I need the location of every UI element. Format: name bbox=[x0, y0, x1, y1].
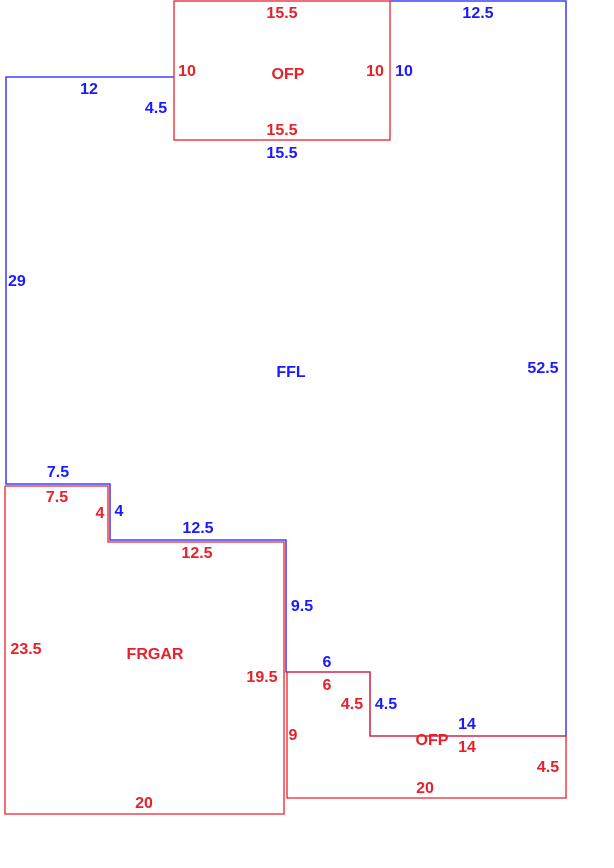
ofp-bottom-outline bbox=[286, 671, 567, 799]
ofp-bottom-top-right-dim: 14 bbox=[458, 739, 476, 756]
ofp-top-area-label: OFP bbox=[272, 66, 305, 83]
ffl-garage-side-dim: 9.5 bbox=[291, 598, 313, 615]
ffl-ofp-notch-bottom-dim: 15.5 bbox=[266, 145, 297, 162]
ffl-bottom-right-dim: 14 bbox=[458, 716, 476, 733]
ffl-area-label: FFL bbox=[276, 364, 306, 381]
frgar-bottom-dim: 20 bbox=[135, 795, 153, 812]
frgar-right-dim: 19.5 bbox=[246, 669, 277, 686]
ofp-top-outline bbox=[173, 0, 391, 141]
ffl-garage-top-dim: 12.5 bbox=[182, 520, 213, 537]
ffl-outline bbox=[5, 0, 567, 737]
frgar-top-dim: 12.5 bbox=[181, 545, 212, 562]
ofp-top-right-dim: 10 bbox=[366, 63, 384, 80]
ofp-top-bottom-dim: 15.5 bbox=[266, 122, 297, 139]
ffl-right-dim: 52.5 bbox=[527, 360, 558, 377]
ofp-bottom-right-dim: 4.5 bbox=[537, 759, 559, 776]
ofp-bottom-top-dim: 6 bbox=[323, 677, 332, 694]
ffl-garage-left-top-dim: 7.5 bbox=[47, 464, 69, 481]
ffl-ofp-notch-right-dim: 10 bbox=[395, 63, 413, 80]
ffl-top-left-dim: 12 bbox=[80, 81, 98, 98]
ffl-garage-notch-dim: 4 bbox=[115, 503, 124, 520]
ofp-bottom-area-label: OFP bbox=[416, 732, 449, 749]
ofp-bottom-bottom-dim: 20 bbox=[416, 780, 434, 797]
ofp-bottom-left-dim: 9 bbox=[289, 727, 298, 744]
ffl-left-dim: 29 bbox=[8, 273, 26, 290]
frgar-notch-dim: 4 bbox=[96, 505, 105, 522]
ffl-top-right-dim: 12.5 bbox=[462, 5, 493, 22]
frgar-left-dim: 23.5 bbox=[10, 641, 41, 658]
ffl-ofp-notch-left-dim: 4.5 bbox=[145, 100, 167, 117]
frgar-area-label: FRGAR bbox=[127, 646, 184, 663]
ofp-top-left-dim: 10 bbox=[178, 63, 196, 80]
ffl-step-top-dim: 6 bbox=[323, 654, 332, 671]
ofp-top-top-dim: 15.5 bbox=[266, 5, 297, 22]
ffl-step-right-dim: 4.5 bbox=[375, 696, 397, 713]
frgar-outline bbox=[4, 485, 285, 815]
ofp-bottom-step-dim: 4.5 bbox=[341, 696, 363, 713]
frgar-top-left-dim: 7.5 bbox=[46, 489, 68, 506]
